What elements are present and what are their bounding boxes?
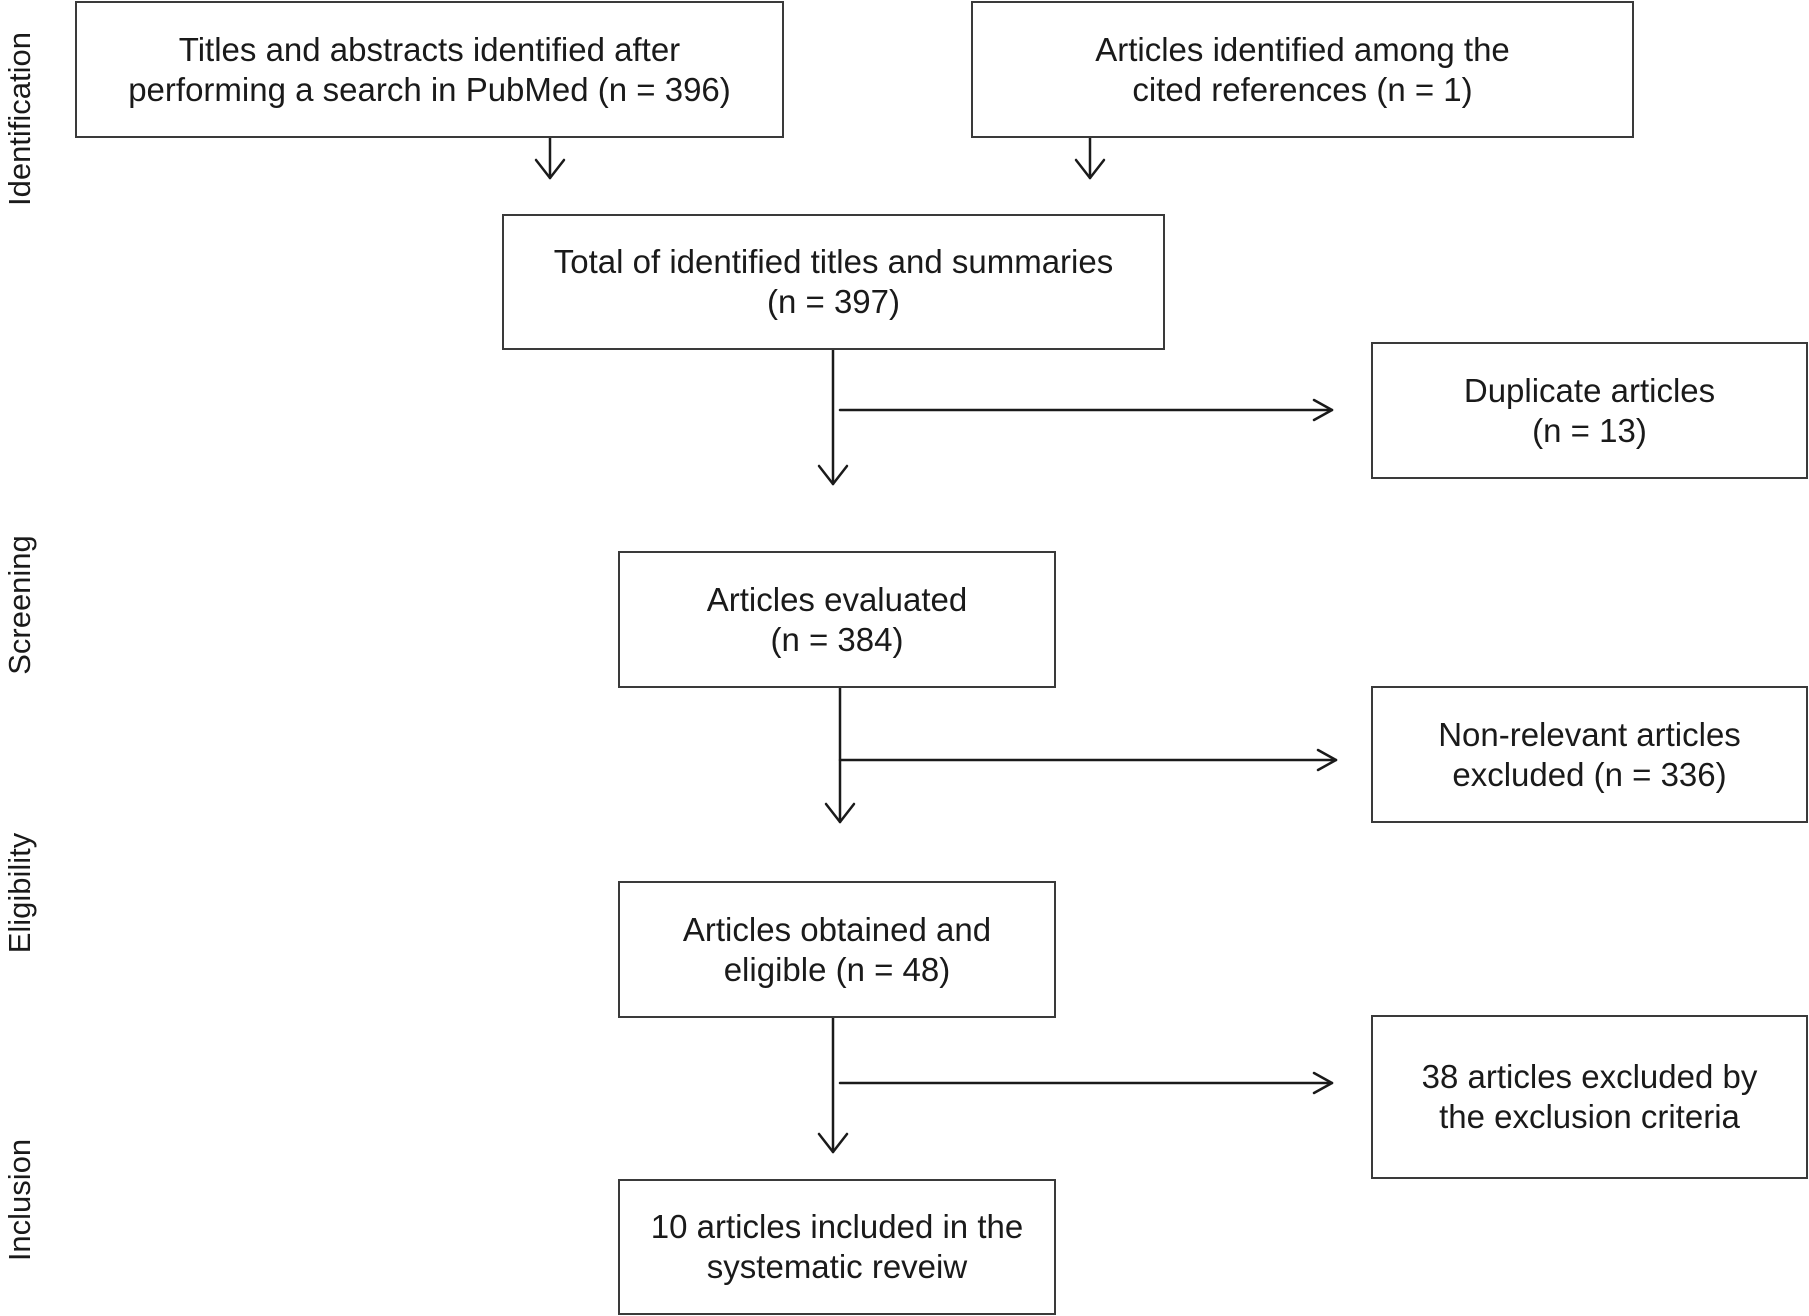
- box-evaluated-text: Articles evaluated (n = 384): [706, 580, 968, 658]
- box-total-identified-text: Total of identified titles and summaries…: [553, 243, 1114, 320]
- box-pubmed-search: Titles and abstracts identified after pe…: [75, 1, 784, 138]
- box-non-relevant-text: Non-relevant articles excluded (n = 336): [1438, 715, 1741, 793]
- box-evaluated: Articles evaluated (n = 384): [618, 551, 1056, 688]
- box-non-relevant: Non-relevant articles excluded (n = 336): [1371, 686, 1808, 823]
- box-duplicates: Duplicate articles (n = 13): [1371, 342, 1808, 479]
- arrow-pubmed-to-total: [534, 136, 566, 180]
- box-eligible: Articles obtained and eligible (n = 48): [618, 881, 1056, 1018]
- arrow-evaluated-to-eligible: [824, 686, 856, 824]
- box-excluded-criteria-text: 38 articles excluded by the exclusion cr…: [1421, 1058, 1758, 1135]
- box-cited-references: Articles identified among the cited refe…: [971, 1, 1634, 138]
- arrow-to-excluded-criteria: [838, 1071, 1334, 1095]
- box-excluded-criteria: 38 articles excluded by the exclusion cr…: [1371, 1015, 1808, 1179]
- box-included-text: 10 articles included in the systematic r…: [650, 1208, 1024, 1285]
- box-eligible-text: Articles obtained and eligible (n = 48): [682, 910, 992, 988]
- box-pubmed-search-text: Titles and abstracts identified after pe…: [128, 30, 731, 108]
- box-cited-references-text: Articles identified among the cited refe…: [1095, 30, 1510, 108]
- arrow-to-non-relevant: [838, 748, 1338, 772]
- box-total-identified: Total of identified titles and summaries…: [502, 214, 1165, 350]
- arrow-eligible-to-included: [817, 1016, 849, 1154]
- box-duplicates-text: Duplicate articles (n = 13): [1463, 371, 1716, 449]
- arrow-total-to-evaluated: [817, 348, 849, 486]
- arrow-cited-to-total: [1074, 136, 1106, 180]
- box-included: 10 articles included in the systematic r…: [618, 1179, 1056, 1315]
- arrow-to-duplicates: [838, 398, 1334, 422]
